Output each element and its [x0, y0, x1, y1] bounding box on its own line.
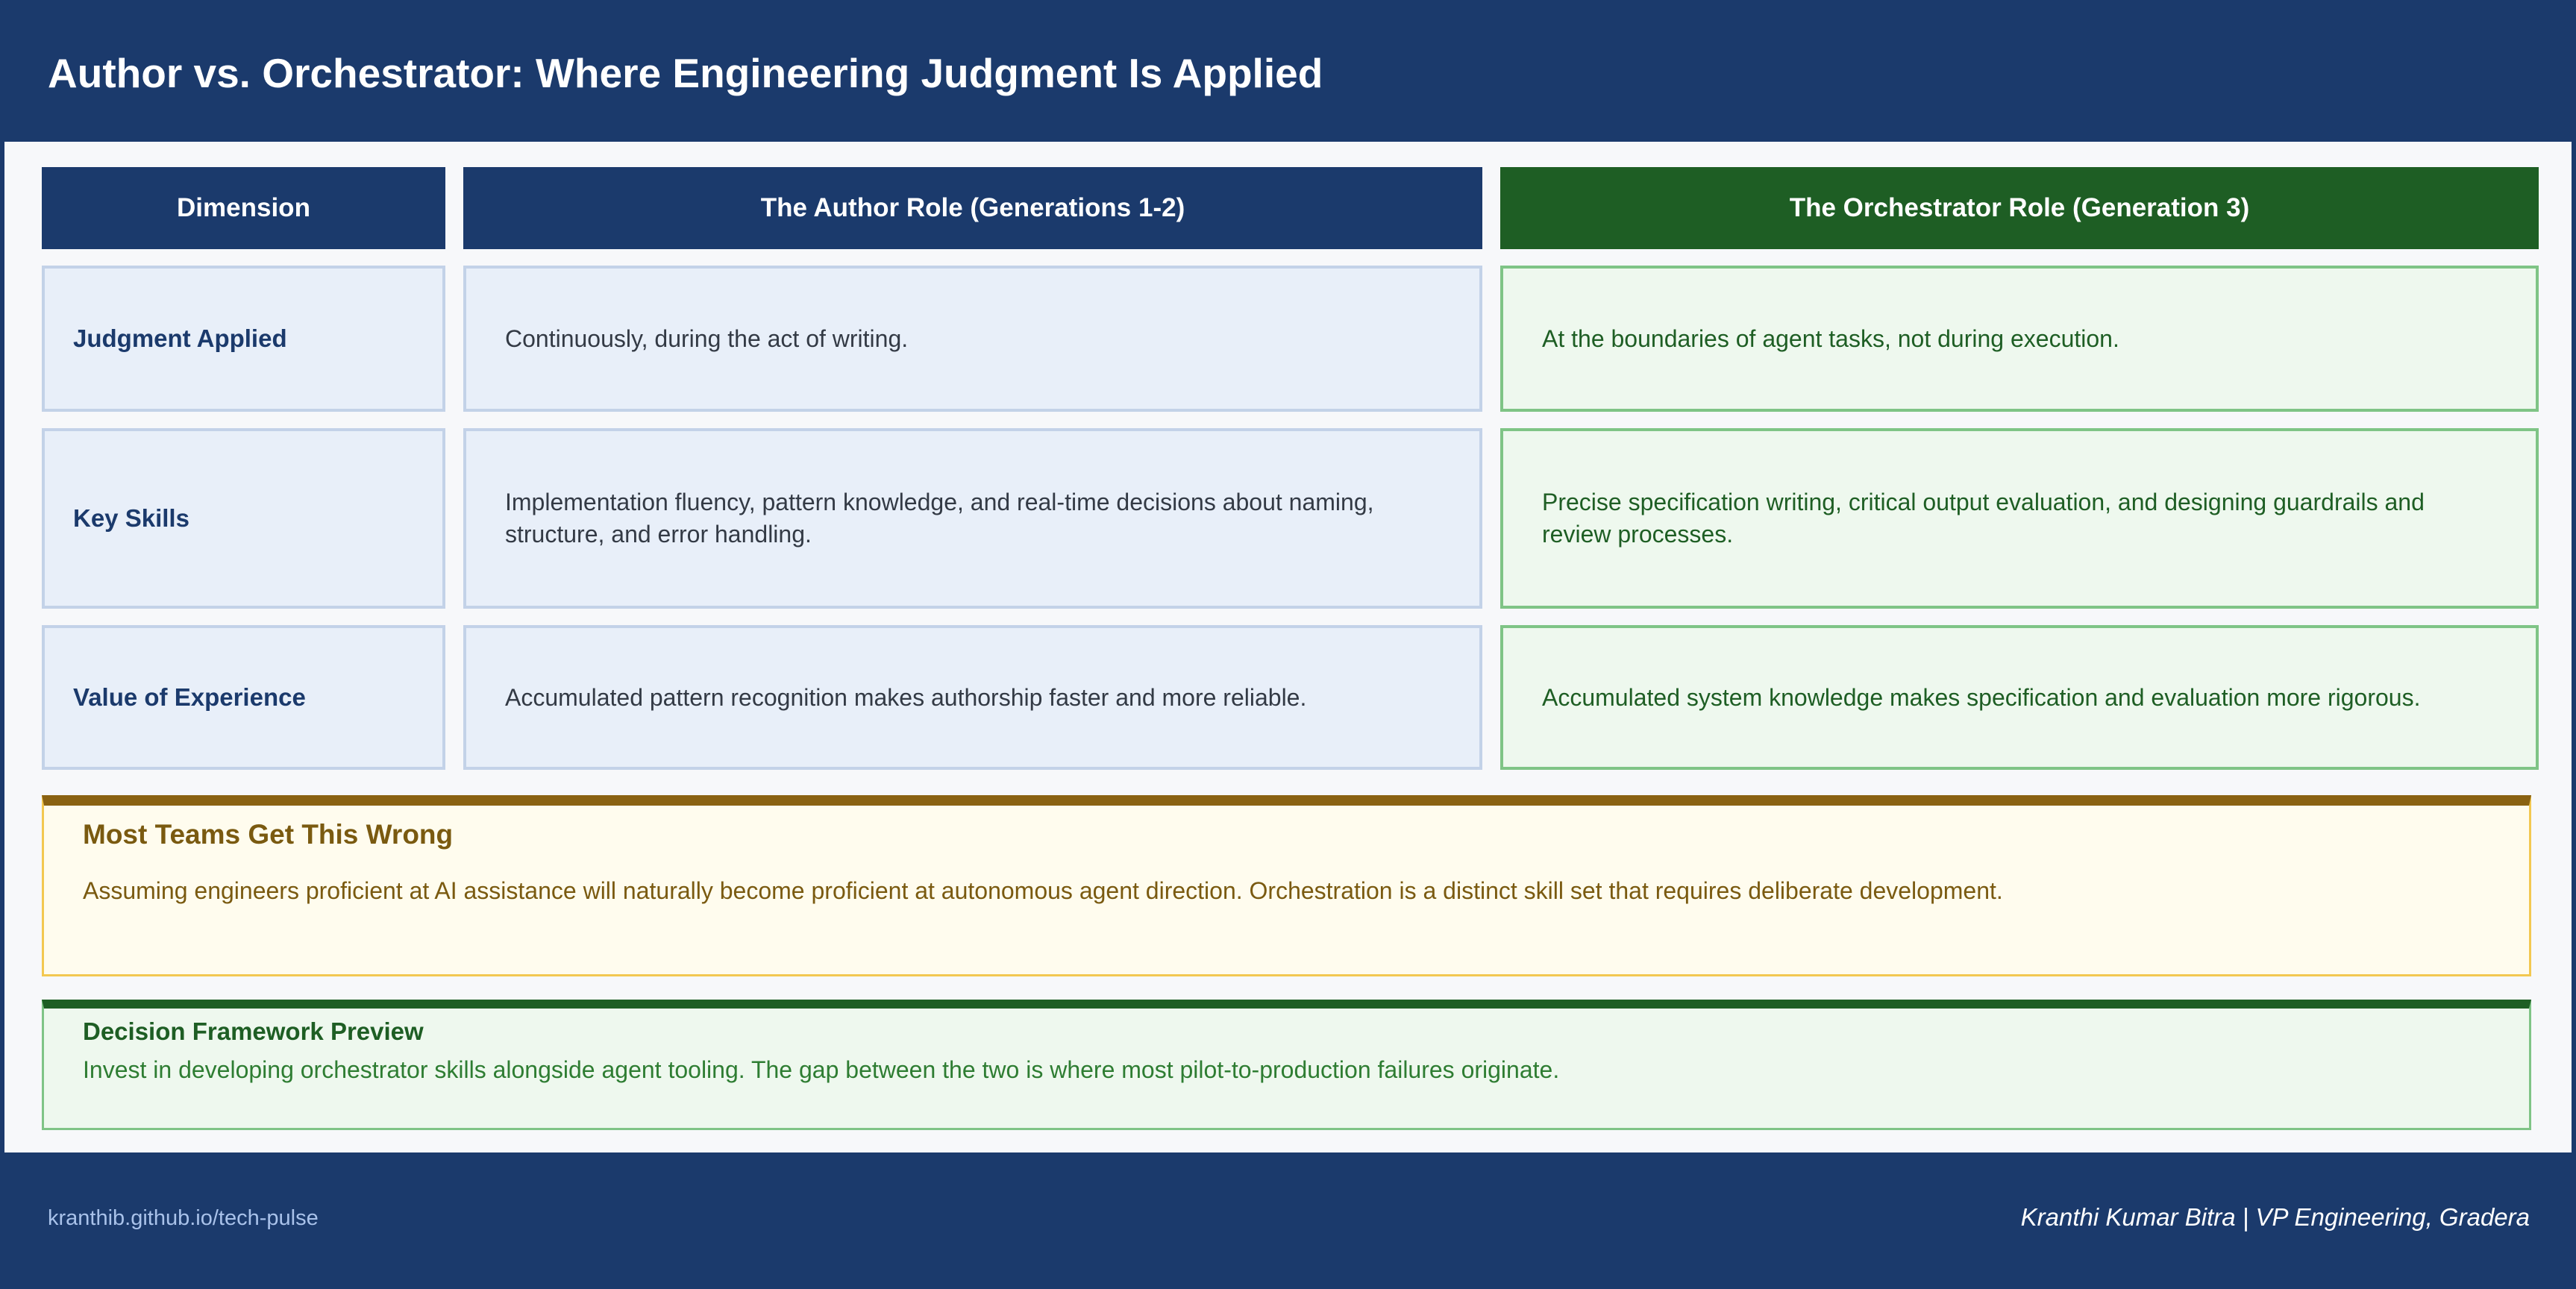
warning-callout: Most Teams Get This Wrong Assuming engin… — [42, 795, 2531, 976]
row-skills-author: Implementation fluency, pattern knowledg… — [463, 428, 1482, 609]
decision-framework-callout: Decision Framework Preview Invest in dev… — [42, 1000, 2531, 1130]
row-judgment-orchestrator: At the boundaries of agent tasks, not du… — [1500, 266, 2539, 412]
row-experience-dimension: Value of Experience — [42, 625, 445, 770]
row-judgment-dimension: Judgment Applied — [42, 266, 445, 412]
column-header-orchestrator-role: The Orchestrator Role (Generation 3) — [1500, 167, 2539, 249]
footer-site-link[interactable]: kranthib.github.io/tech-pulse — [48, 1206, 319, 1230]
decision-framework-title: Decision Framework Preview — [83, 1017, 424, 1045]
footer-author-credit: Kranthi Kumar Bitra | VP Engineering, Gr… — [2020, 1203, 2530, 1231]
row-skills-orchestrator: Precise specification writing, critical … — [1500, 428, 2539, 609]
column-header-dimension: Dimension — [42, 167, 445, 249]
header-bar: Author vs. Orchestrator: Where Engineeri… — [0, 0, 2576, 140]
row-experience-orchestrator: Accumulated system knowledge makes speci… — [1500, 625, 2539, 770]
warning-callout-text: Assuming engineers proficient at AI assi… — [83, 877, 2003, 904]
column-header-author-role: The Author Role (Generations 1-2) — [463, 167, 1482, 249]
page-title: Author vs. Orchestrator: Where Engineeri… — [48, 50, 1323, 96]
row-experience-author: Accumulated pattern recognition makes au… — [463, 625, 1482, 770]
warning-callout-title: Most Teams Get This Wrong — [83, 819, 454, 850]
row-skills-dimension: Key Skills — [42, 428, 445, 609]
footer-bar: kranthib.github.io/tech-pulse Kranthi Ku… — [0, 1154, 2576, 1289]
row-judgment-author: Continuously, during the act of writing. — [463, 266, 1482, 412]
decision-framework-text: Invest in developing orchestrator skills… — [83, 1056, 1560, 1083]
